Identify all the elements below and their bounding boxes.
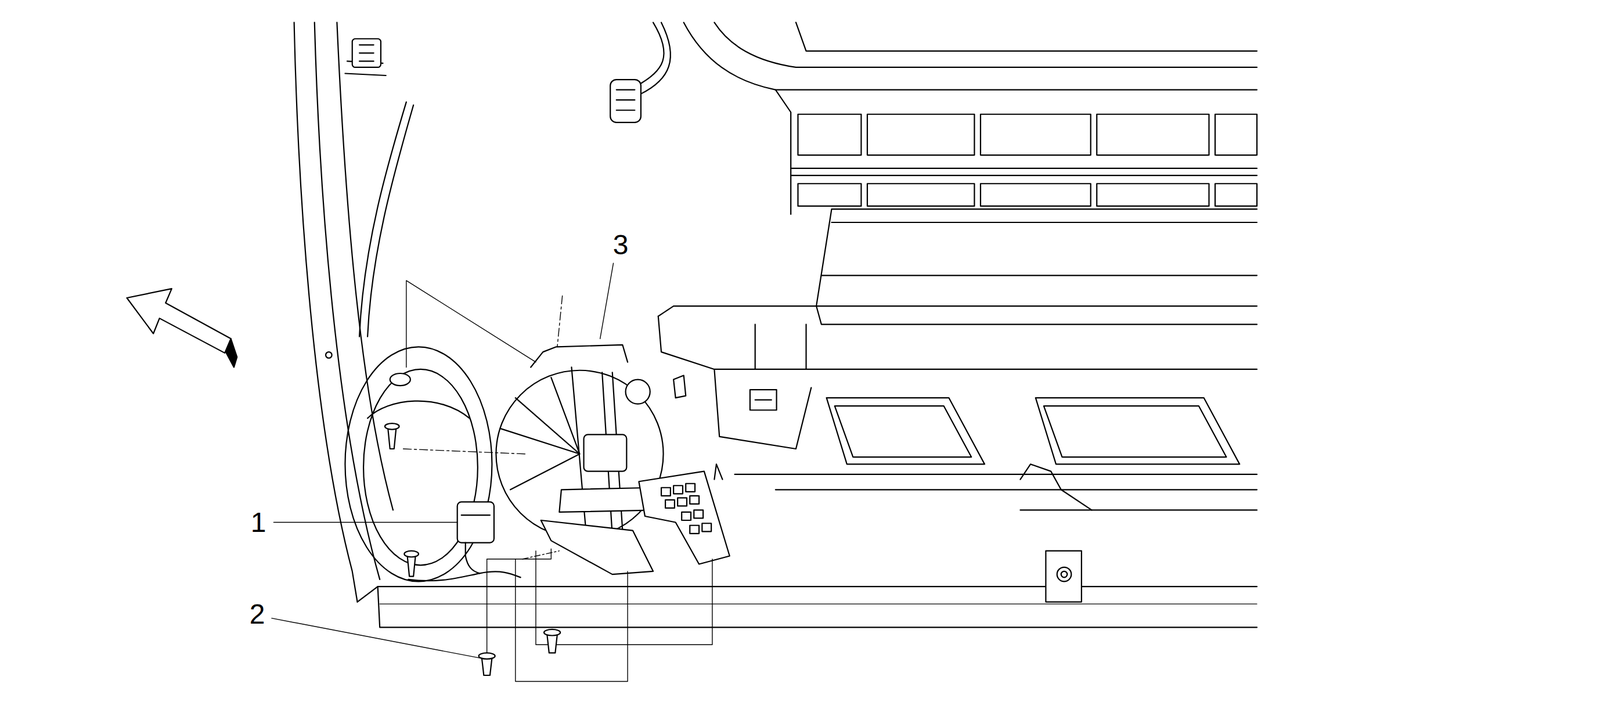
grid-cell xyxy=(685,483,695,492)
grid-cell xyxy=(689,495,699,504)
wire xyxy=(408,571,521,581)
push-pin xyxy=(481,657,493,676)
nut xyxy=(1061,571,1068,578)
vent xyxy=(867,183,975,207)
vent xyxy=(1096,183,1209,207)
vent xyxy=(980,114,1091,156)
screw-head xyxy=(404,550,419,558)
grid-cell xyxy=(701,523,712,532)
leader-line xyxy=(600,262,614,339)
grid-cell xyxy=(677,497,687,506)
opening-detail xyxy=(367,401,470,419)
screw-head xyxy=(384,423,400,430)
blower-detail xyxy=(499,377,580,490)
grid-cell xyxy=(693,509,704,518)
line-art xyxy=(126,22,1257,682)
wire xyxy=(640,22,671,95)
vent xyxy=(1215,183,1257,207)
leader-line xyxy=(273,521,457,523)
guide-line xyxy=(515,559,628,682)
wire xyxy=(636,22,665,86)
motor-plug xyxy=(625,379,651,405)
connector-wire xyxy=(461,514,490,574)
duct-outlet xyxy=(826,397,985,464)
hvac-case xyxy=(683,22,1257,90)
guide-line xyxy=(406,280,536,367)
resistor-grid xyxy=(661,483,712,534)
leader-line xyxy=(271,618,480,659)
case-connector xyxy=(750,389,777,410)
blower-opening xyxy=(344,346,492,582)
grid-cell xyxy=(689,525,699,534)
axis-line xyxy=(557,295,563,347)
panel-edge xyxy=(336,22,394,511)
grid-cell xyxy=(673,485,683,494)
clip xyxy=(673,375,686,399)
grid-cell xyxy=(661,487,671,496)
blower-tab xyxy=(530,344,628,368)
callout-number: 1 xyxy=(248,508,269,537)
nut xyxy=(1057,567,1072,582)
vent xyxy=(1215,114,1257,156)
connector-pins xyxy=(359,44,374,61)
vent-row xyxy=(797,114,1257,207)
axis-line xyxy=(522,550,560,560)
ledge xyxy=(377,586,1257,627)
hvac-housing xyxy=(816,208,1257,306)
hvac-case xyxy=(714,22,1257,68)
motor-housing xyxy=(584,434,627,471)
ledge xyxy=(357,586,1258,602)
case-connector xyxy=(755,399,772,401)
grid-cell xyxy=(665,499,675,508)
hvac-housing xyxy=(755,324,807,370)
duct-outlet xyxy=(1043,405,1227,457)
push-pin-head xyxy=(543,629,561,636)
callout-number: 3 xyxy=(610,231,632,259)
hvac-case xyxy=(775,89,791,215)
duct-outlet xyxy=(1035,397,1240,464)
push-pin xyxy=(546,634,558,654)
screw xyxy=(407,555,416,576)
resistor-bracket xyxy=(638,471,730,565)
panel-hole xyxy=(325,351,333,359)
hvac-case xyxy=(790,168,1257,176)
bracket xyxy=(1045,550,1081,603)
grid-cell xyxy=(681,512,691,521)
connector-pins xyxy=(616,89,636,111)
callout-number: 2 xyxy=(247,600,268,629)
wire xyxy=(1020,463,1092,510)
connector xyxy=(352,38,381,68)
guide-line xyxy=(535,550,713,645)
vent xyxy=(1096,114,1209,156)
push-pin-head xyxy=(478,652,496,659)
electrical-connector xyxy=(610,79,641,123)
guide-line xyxy=(487,548,552,653)
hvac-housing xyxy=(714,369,812,449)
screw xyxy=(387,428,396,449)
hvac-housing xyxy=(658,316,1257,370)
panel-edge xyxy=(294,22,358,603)
direction-arrow xyxy=(126,288,231,353)
tube xyxy=(359,102,407,337)
duct-outlet xyxy=(834,405,972,457)
blower-duct xyxy=(541,520,654,575)
lower-tray xyxy=(734,474,1257,510)
vent xyxy=(797,114,861,156)
grommet xyxy=(390,373,411,386)
vent xyxy=(867,114,975,156)
ledge xyxy=(379,603,1257,604)
electrical-connector xyxy=(457,501,495,543)
vent xyxy=(980,183,1091,207)
pin xyxy=(714,463,723,479)
vent xyxy=(797,183,861,207)
hvac-housing xyxy=(658,305,1257,325)
hvac-housing xyxy=(816,222,1257,306)
axis-line xyxy=(403,448,526,454)
hvac-case xyxy=(795,22,1257,52)
